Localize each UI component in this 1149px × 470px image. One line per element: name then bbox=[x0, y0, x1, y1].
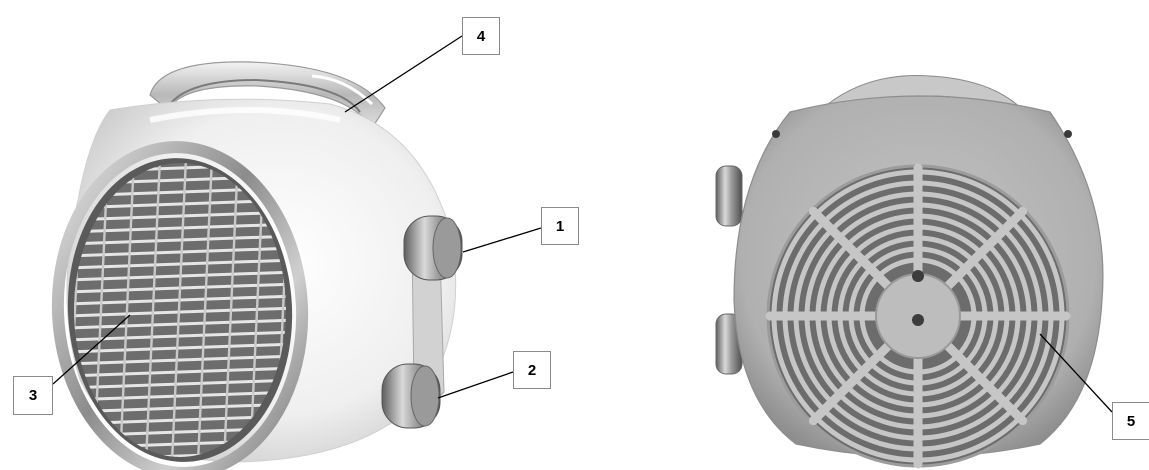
leader-line-4 bbox=[344, 35, 463, 113]
rear-view bbox=[715, 75, 1104, 469]
screw-hole bbox=[1064, 130, 1072, 138]
callout-5-label: 5 bbox=[1126, 412, 1136, 430]
grille-wire bbox=[74, 342, 286, 354]
grille-spoke bbox=[808, 339, 895, 426]
callout-5: 5 bbox=[1112, 402, 1149, 440]
carry-handle bbox=[149, 61, 386, 130]
rear-knob-upper bbox=[715, 165, 743, 227]
callout-1: 1 bbox=[541, 207, 579, 245]
front-bezel bbox=[51, 141, 309, 470]
control-knob-2 bbox=[381, 363, 441, 429]
front-view bbox=[51, 61, 463, 470]
rear-fan-grille bbox=[765, 163, 1071, 469]
grille-wire bbox=[170, 163, 188, 457]
grille-wire bbox=[144, 163, 162, 457]
grille-wire bbox=[118, 163, 136, 457]
screw-hole bbox=[772, 130, 780, 138]
grille-wire bbox=[74, 402, 286, 414]
grille-wire bbox=[74, 354, 286, 366]
callout-3: 3 bbox=[13, 376, 53, 415]
grille-spoke bbox=[941, 339, 1028, 426]
grille-wire bbox=[196, 163, 214, 457]
grille-wire bbox=[74, 366, 286, 378]
leader-line-5 bbox=[1039, 333, 1113, 413]
leader-line-2 bbox=[437, 371, 514, 399]
grille-wire bbox=[74, 390, 286, 402]
leader-lines bbox=[52, 35, 1113, 413]
grille-wire bbox=[74, 378, 286, 390]
callout-3-label: 3 bbox=[28, 387, 38, 404]
callout-2-label: 2 bbox=[527, 361, 537, 379]
grille-wire bbox=[222, 163, 240, 457]
callout-2: 2 bbox=[513, 351, 551, 389]
grille-spoke bbox=[941, 206, 1028, 293]
control-knob-1 bbox=[403, 215, 463, 281]
callout-1-label: 1 bbox=[555, 217, 565, 235]
callout-4: 4 bbox=[462, 17, 500, 55]
grille-spoke bbox=[808, 206, 895, 293]
leader-line-3 bbox=[52, 314, 131, 385]
callout-4-label: 4 bbox=[476, 27, 486, 45]
leader-line-1 bbox=[462, 227, 542, 253]
